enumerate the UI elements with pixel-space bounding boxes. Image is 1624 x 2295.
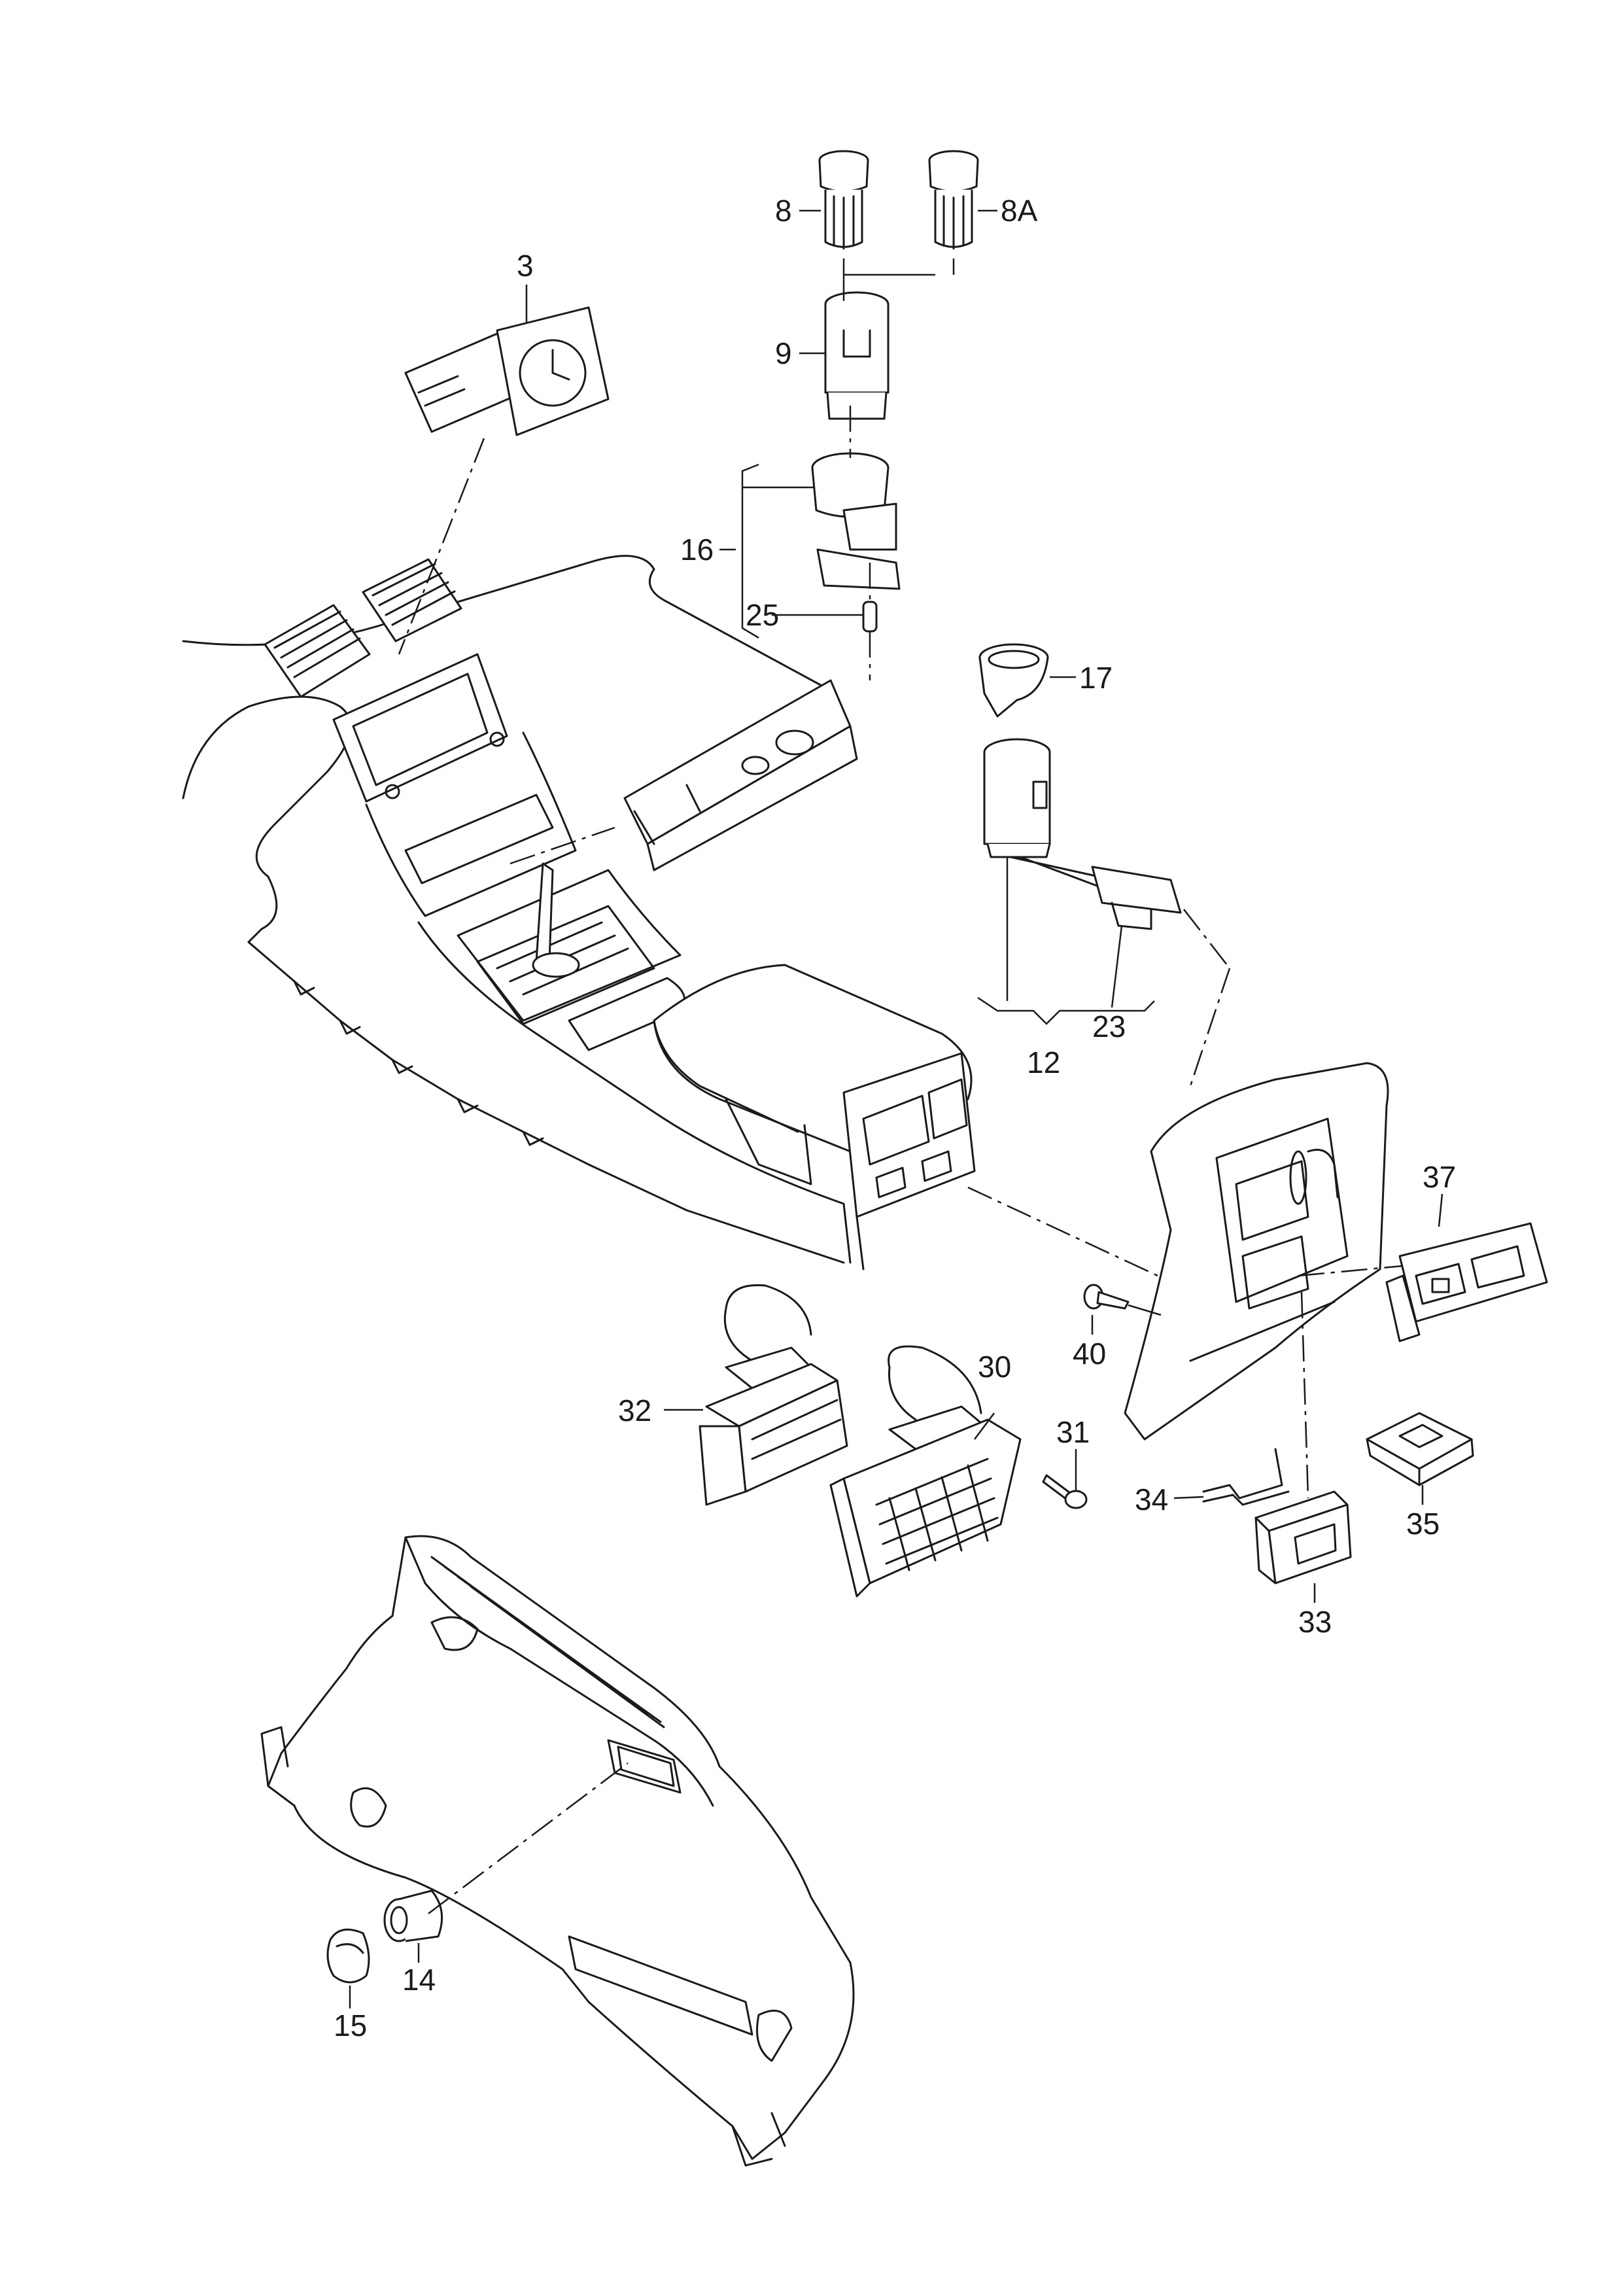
socket-9-drawing: [824, 291, 890, 420]
cap-15-drawing: [326, 1928, 370, 1984]
rear-console-panel-drawing: [1124, 1062, 1389, 1441]
clock-module-drawing: [404, 306, 610, 436]
callout-33: 33: [1298, 1605, 1332, 1639]
dash-dot-connectors: [398, 406, 1404, 1914]
screw-31-drawing: [1042, 1474, 1088, 1509]
callout-30: 30: [978, 1350, 1011, 1384]
switch-panel-37-drawing: [1385, 1222, 1548, 1342]
cap-8-drawing: [818, 150, 869, 250]
screw-40-drawing: [1083, 1284, 1130, 1310]
callout-35: 35: [1406, 1507, 1440, 1541]
module-30-drawing: [829, 1345, 1022, 1598]
console-socket-assembly-drawing: [623, 679, 858, 871]
callout-8: 8: [775, 194, 792, 228]
bulb-25-drawing: [862, 601, 878, 633]
callout-3: 3: [517, 249, 534, 283]
callout-14: 14: [402, 1963, 436, 1997]
callout-9: 9: [775, 336, 792, 370]
rear-trim-panel-drawing: [260, 1535, 855, 2167]
module-32-drawing: [699, 1284, 848, 1506]
switch-35-drawing: [1366, 1412, 1474, 1486]
socket-16-drawing: [811, 452, 901, 590]
callout-37: 37: [1423, 1160, 1456, 1194]
socket-14-drawing: [383, 1889, 443, 1942]
ring-17-drawing: [978, 643, 1049, 718]
switch-33-drawing: [1254, 1490, 1352, 1585]
callout-40: 40: [1073, 1337, 1106, 1371]
callout-17: 17: [1079, 661, 1113, 695]
callout-labels: 3 8 8A 9 16 25 17 23 12 37 40 30 32 31 3…: [334, 194, 1456, 2042]
callout-12: 12: [1027, 1045, 1060, 1079]
callout-32: 32: [618, 1393, 651, 1428]
callout-8A: 8A: [1001, 194, 1038, 228]
clip-34-drawing: [1202, 1448, 1290, 1506]
cap-8A-drawing: [928, 150, 979, 250]
socket-12-drawing: [983, 738, 1182, 930]
callout-16: 16: [680, 533, 714, 567]
dashboard-console-drawing: [182, 555, 976, 1270]
callout-25: 25: [746, 598, 779, 632]
callout-23: 23: [1092, 1009, 1126, 1043]
leader-lines: [349, 209, 1443, 2008]
callout-31: 31: [1056, 1415, 1090, 1449]
callout-34: 34: [1135, 1482, 1168, 1516]
callout-15: 15: [334, 2008, 367, 2042]
